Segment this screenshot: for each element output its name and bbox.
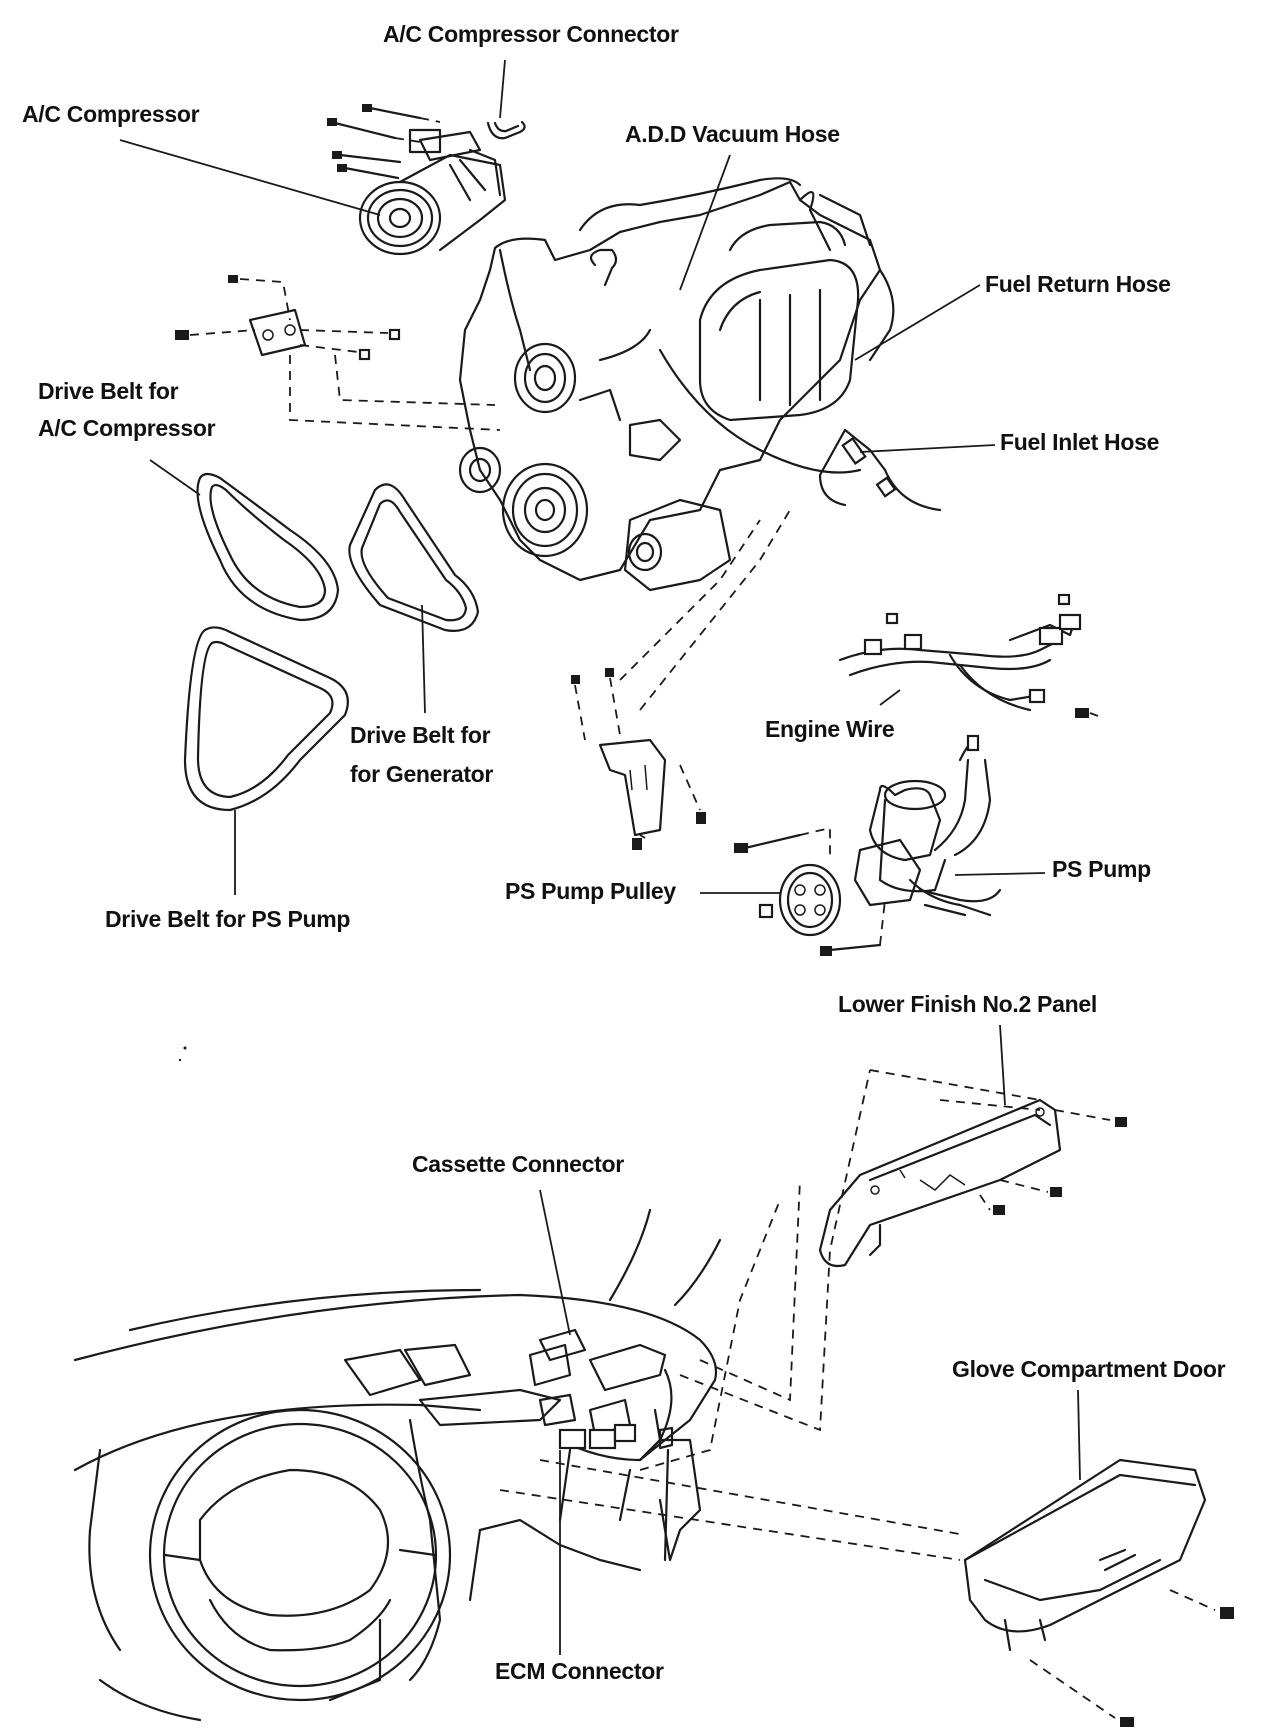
label-fuel-return-hose: Fuel Return Hose xyxy=(985,271,1171,297)
label-glove-compartment-door: Glove Compartment Door xyxy=(952,1356,1226,1382)
fuel-inlet-hose-part xyxy=(818,428,942,512)
dashboard-part xyxy=(73,1208,722,1722)
label-drive-belt-ac-line1: Drive Belt for xyxy=(38,378,179,404)
label-drive-belt-generator-line2: for Generator xyxy=(350,761,494,787)
ac-compressor-part xyxy=(358,128,507,256)
label-ac-compressor-connector: A/C Compressor Connector xyxy=(383,21,679,47)
glove-compartment-door-part xyxy=(963,1458,1234,1727)
label-add-vacuum-hose: A.D.D Vacuum Hose xyxy=(625,121,840,147)
label-lower-finish-panel: Lower Finish No.2 Panel xyxy=(838,991,1097,1017)
drive-belt-ac-part xyxy=(196,472,340,622)
label-cassette-connector: Cassette Connector xyxy=(412,1151,624,1177)
label-drive-belt-ps-pump: Drive Belt for PS Pump xyxy=(105,906,351,932)
bracket-bolts xyxy=(175,275,501,431)
drive-belt-generator-part xyxy=(348,483,480,632)
label-ps-pump: PS Pump xyxy=(1052,856,1151,882)
engine-block xyxy=(458,177,895,592)
lower-finish-panel-part xyxy=(818,1069,1127,1268)
label-drive-belt-ac-line2: A/C Compressor xyxy=(38,415,216,441)
label-drive-belt-generator-line1: Drive Belt for xyxy=(350,722,491,748)
label-ps-pump-pulley: PS Pump Pulley xyxy=(505,878,676,904)
drive-belt-ps-part xyxy=(183,626,349,812)
ps-pump-pulley-part xyxy=(758,863,842,937)
ac-compressor-connector-part xyxy=(486,120,526,140)
ps-pump-part xyxy=(734,734,1002,956)
label-ecm-connector: ECM Connector xyxy=(495,1658,664,1684)
ps-pump-bracket xyxy=(571,509,791,850)
engine-wire-part xyxy=(838,593,1099,718)
compressor-bolts xyxy=(327,104,441,180)
scan-specks xyxy=(178,1046,187,1062)
label-engine-wire: Engine Wire xyxy=(765,716,895,742)
assembly-dashed-lines xyxy=(499,1069,966,1561)
leader-lines xyxy=(119,59,1081,1655)
label-ac-compressor: A/C Compressor xyxy=(22,101,200,127)
label-fuel-inlet-hose: Fuel Inlet Hose xyxy=(1000,429,1160,455)
